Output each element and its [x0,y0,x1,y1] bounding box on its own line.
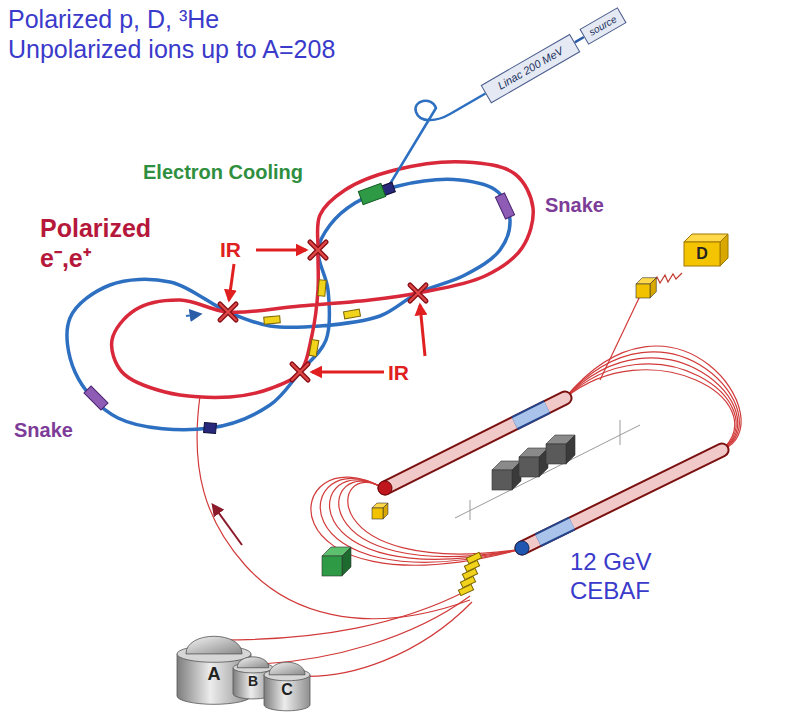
cube-front [519,457,539,477]
cube-front [636,284,650,298]
component-label: Electron Cooling [143,160,303,184]
node-label: Linac 200 MeV [495,44,565,91]
illustration-group [67,92,741,676]
hall-dome-cap [186,636,242,654]
linac-tube-outline [522,450,722,548]
linac-end-dot [378,481,392,495]
injection-point [204,422,217,433]
hall-d-beamline [600,296,640,380]
beamline-connector [575,37,584,42]
hall-beamline [296,602,472,676]
linac-end-dot [515,541,529,555]
cube-side [650,278,656,298]
hall-beamline [222,590,468,640]
interaction-point [292,364,308,380]
final-focus-magnet [309,340,319,357]
ir-arrow [420,305,425,356]
recirculation-arc [565,346,741,450]
header-text: Unpolarized ions up to A=208 [8,34,335,64]
interaction-point [310,242,326,258]
linac-tube [522,450,722,548]
component-label: Snake [14,418,73,442]
node-label: B [248,673,258,689]
node-label: source [587,13,618,38]
central-cube [492,461,521,490]
linac-tube-outline [385,398,565,488]
ir-arrow [256,249,306,252]
hall-dome-cap [237,657,269,668]
linac-tube [385,398,565,488]
cube-side [383,503,388,519]
cross-outline [220,304,236,320]
injector-cube [372,503,388,519]
component-label: Snake [545,193,604,217]
recirculation-arc [565,352,739,450]
cube-front [372,508,383,519]
recirculation-arc [330,480,522,560]
final-focus-magnet [318,280,326,297]
cross-outline [410,285,426,301]
central-cube [519,448,548,477]
cross-mark [410,285,426,301]
interaction-point [410,285,426,301]
final-focus-magnet [264,316,281,324]
cube-side [342,547,351,576]
hall-dome: C [262,652,312,712]
recirculation-arc [339,481,522,556]
ir-label: IR [220,237,241,262]
recirculation-arc [348,482,522,554]
final-focus-magnet [344,309,361,319]
transfer-arrow [213,505,242,545]
ir-arrow [312,371,384,374]
electron-ring [112,162,534,398]
node-label: C [281,681,293,699]
linac-cryo [515,407,547,423]
cube-front [322,556,342,576]
linac-box: source [579,7,626,45]
node-label: D [696,245,708,263]
header-text: Polarized p, D, ³He [8,4,219,34]
beam-label: Polarized e⁻,e⁺ [40,213,180,273]
transfer-line [197,396,470,619]
cross-outline [310,242,326,258]
linac-cryo [538,524,572,541]
box-front [684,242,720,266]
linac-box: Linac 200 MeV [480,33,580,103]
cube-side [566,435,575,464]
interaction-point [220,304,236,320]
ir-label: IR [388,360,409,385]
cross-mark [220,304,236,320]
box-side [720,234,728,266]
electron-cooler [358,183,385,204]
facility-label: 12 GeV CEBAF [570,548,665,606]
recirculation-arc [311,477,522,565]
cube-front [492,470,512,490]
central-cube [546,435,575,464]
magnet-block [458,584,473,595]
cross-outline [292,364,308,380]
cube-front [546,444,566,464]
hall-box: D [684,234,728,266]
injector-cube [322,547,351,576]
snake-magnet [495,193,514,219]
node-label: A [208,664,221,685]
linac-cryo-outline [515,407,547,423]
ir-arrow [229,264,234,300]
linac-cryo-outline [538,524,572,541]
hall-d-tagger [636,278,656,298]
cross-mark [310,242,326,258]
direction-arrow [186,314,200,316]
snake-magnet [84,386,108,410]
hall-dome-cap [269,662,305,675]
cross-mark [292,364,308,380]
ion-injection-line [390,92,488,184]
